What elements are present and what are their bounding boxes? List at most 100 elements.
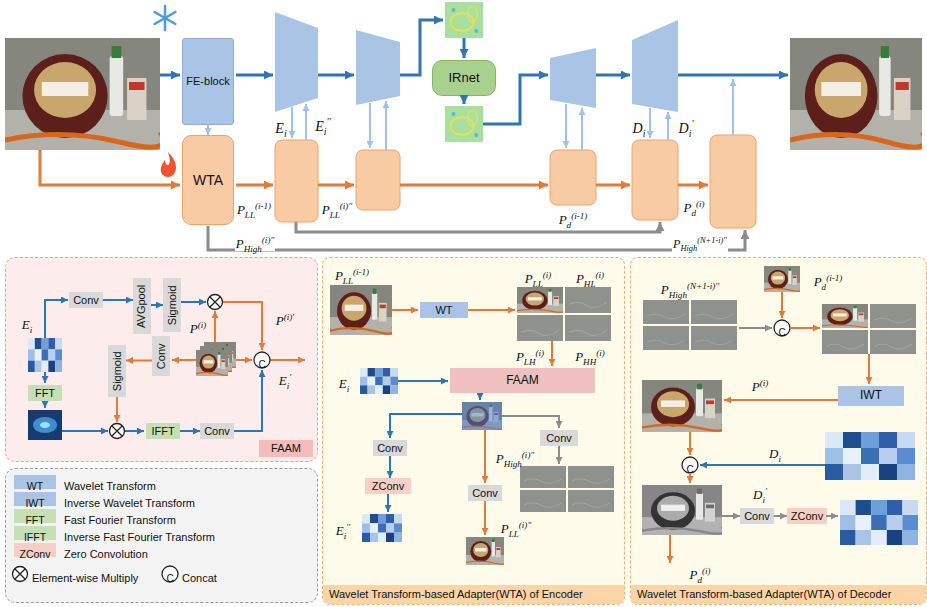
math-base: E <box>22 317 30 332</box>
adapter-panel: Wavelet Transform-based Adapter(WTA) of … <box>630 257 927 605</box>
label-holder: PLL(i-1) <box>236 200 272 218</box>
legend-text: Fast Fourier Transform <box>64 514 176 527</box>
arrow-connector <box>151 304 163 306</box>
encoder-block: FE-block <box>182 38 234 125</box>
arrow-line <box>551 341 553 366</box>
math-label: PHH(i) <box>574 350 606 365</box>
label-holder: Di <box>768 444 782 462</box>
label-holder: PLH(i) <box>515 347 545 365</box>
arrow-connector <box>126 360 152 362</box>
arrow-line <box>214 311 216 342</box>
label-holder: C <box>258 354 265 372</box>
math-label: PLL(i)'' <box>500 522 533 537</box>
subscript-text: HH <box>583 356 596 366</box>
decoder-block <box>632 20 678 112</box>
arrow-line <box>596 184 630 187</box>
arrow-line <box>291 107 293 138</box>
subscript-text: LL <box>509 528 519 538</box>
subscript-text: LH <box>524 356 536 366</box>
sigmoid-box: Sigmoid <box>108 345 126 397</box>
label-holder: Ei <box>21 315 33 333</box>
hl-subband <box>870 304 916 328</box>
arrow-line <box>44 401 46 408</box>
label-holder: PHigh(N+1-i)'' <box>660 280 720 298</box>
pool-box: AVGpool <box>133 278 151 334</box>
math-label: PLL(i)'' <box>321 203 354 218</box>
label-holder: P(i)' <box>275 311 295 329</box>
subscript-text: i <box>324 126 327 137</box>
label-holder: C <box>778 322 785 340</box>
subscript-text: i <box>778 453 781 463</box>
superscript-text: (i) <box>596 347 605 357</box>
box-text: Wavelet Transform-based Adapter(WTA) of … <box>323 585 624 604</box>
arrow-connector <box>207 125 209 135</box>
ll-output <box>466 537 505 565</box>
rect-shape <box>710 135 756 228</box>
concat-circle <box>162 320 790 582</box>
label-holder: Pd(i-1) <box>813 272 844 290</box>
label-holder: Di <box>632 119 647 137</box>
label-holder: IWT <box>25 493 44 511</box>
superscript-text: (i)'' <box>340 200 352 210</box>
math-base: P <box>516 349 524 364</box>
subscript-text: d <box>697 574 702 584</box>
superscript-text: '' <box>327 116 331 127</box>
arrow-line <box>732 79 734 135</box>
fft-box: FFT <box>28 385 62 401</box>
legend-row: Concat <box>182 568 217 586</box>
input-photo <box>330 285 393 335</box>
high-subband <box>643 326 689 350</box>
snowflake-icon <box>155 6 176 30</box>
arrow-line <box>483 75 548 124</box>
superscript-text: (i) <box>535 347 544 357</box>
multiply-symbol <box>13 295 223 582</box>
heatmap <box>445 106 483 142</box>
arrow-line <box>868 354 870 384</box>
ll-subband <box>517 287 564 313</box>
math-label: P(i)' <box>275 314 295 329</box>
label-holder: Ei <box>274 119 287 137</box>
subscript-text: LL <box>330 209 340 219</box>
arrow-line <box>581 108 583 150</box>
math-base: D <box>753 487 762 502</box>
subscript-text: High <box>244 243 262 253</box>
box-text: IRnet <box>448 71 479 86</box>
arrow-line <box>234 370 262 431</box>
label-holder: C <box>166 568 173 586</box>
arrow-line <box>116 397 118 422</box>
encoder-block <box>275 12 318 112</box>
arrow-line <box>484 501 486 535</box>
math-label: Ei'' <box>314 119 332 135</box>
superscript-text: (i)'' <box>522 449 534 459</box>
adapter-panel: Wavelet Transform-based Adapter(WTA) of … <box>322 257 625 605</box>
subscript-text: High <box>680 244 697 253</box>
arrow-line <box>181 301 206 303</box>
arrow-line <box>45 300 68 338</box>
math-label: Di' <box>678 121 695 137</box>
feature-stack <box>204 342 237 368</box>
box-text: Conv <box>546 432 572 445</box>
math-label: P(i) <box>751 380 770 395</box>
rect-shape <box>550 150 596 205</box>
label-holder: PHL(i) <box>575 269 605 287</box>
high-subband <box>568 466 614 488</box>
legend-text: Element-wise Multiply <box>32 572 138 585</box>
superscript-text: (i-1) <box>353 266 369 276</box>
math-label: Ei <box>274 121 287 137</box>
concat-symbol: C <box>686 464 693 476</box>
math-base: D <box>633 121 643 136</box>
arrow-line <box>400 184 548 187</box>
legend-abbreviation: WT <box>27 480 43 492</box>
high-subband <box>568 490 614 512</box>
hl-subband <box>565 287 611 313</box>
superscript-text: ' <box>289 371 291 381</box>
subscript-text: d <box>691 207 696 217</box>
ll-subband <box>822 304 869 328</box>
decoder-gray-links <box>722 328 838 516</box>
conv-box: Conv <box>540 430 578 446</box>
arrow-line <box>390 414 462 438</box>
math-base: P <box>525 271 533 286</box>
box-text: FFT <box>35 387 55 400</box>
math-base: P <box>673 237 680 251</box>
